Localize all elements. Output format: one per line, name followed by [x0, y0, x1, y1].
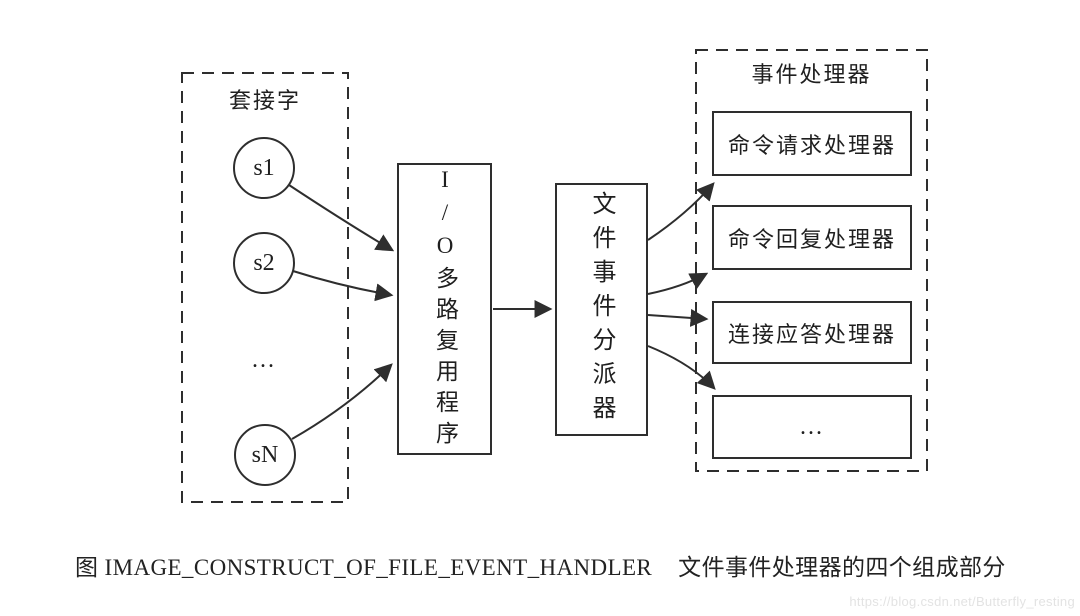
io-multiplexer-label: I/O多路复用程序 — [432, 166, 458, 452]
handler-command-request: 命令请求处理器 — [712, 111, 912, 176]
socket-sN: sN — [234, 424, 296, 486]
figure-caption-id: 图 IMAGE_CONSTRUCT_OF_FILE_EVENT_HANDLER — [75, 555, 653, 580]
socket-ellipsis: ... — [252, 347, 276, 373]
io-multiplexer-box: I/O多路复用程序 — [397, 163, 492, 455]
handler-connection-accept: 连接应答处理器 — [712, 301, 912, 364]
figure-caption: 图 IMAGE_CONSTRUCT_OF_FILE_EVENT_HANDLER … — [75, 548, 1006, 582]
figure-caption-description: 文件事件处理器的四个组成部分 — [678, 555, 1006, 580]
handlers-group-border — [695, 49, 928, 472]
arrow-s2-to-multiplexer — [292, 270, 394, 302]
handler-command-reply: 命令回复处理器 — [712, 205, 912, 270]
arrow-dispatcher-to-command-reply-handler — [647, 272, 709, 295]
socket-s2: s2 — [233, 232, 295, 294]
arrow-dispatcher-to-ellipsis-handler — [647, 345, 716, 390]
arrow-dispatcher-to-command-request-handler — [647, 182, 715, 241]
sockets-group-title: 套接字 — [228, 88, 301, 113]
handlers-group-title: 事件处理器 — [751, 62, 872, 87]
watermark-url: https://blog.csdn.net/Butterfly_resting — [849, 594, 1075, 609]
file-event-dispatcher-box: 文件事件分派器 — [555, 183, 648, 436]
socket-s1: s1 — [233, 137, 295, 199]
arrow-dispatcher-to-connection-accept-handler — [647, 308, 709, 327]
file-event-dispatcher-label: 文件事件分派器 — [588, 190, 614, 429]
arrow-sN-to-multiplexer — [291, 363, 393, 440]
sockets-group-border — [181, 72, 349, 503]
handler-ellipsis: ... — [712, 395, 912, 459]
arrow-s1-to-multiplexer — [288, 184, 395, 252]
